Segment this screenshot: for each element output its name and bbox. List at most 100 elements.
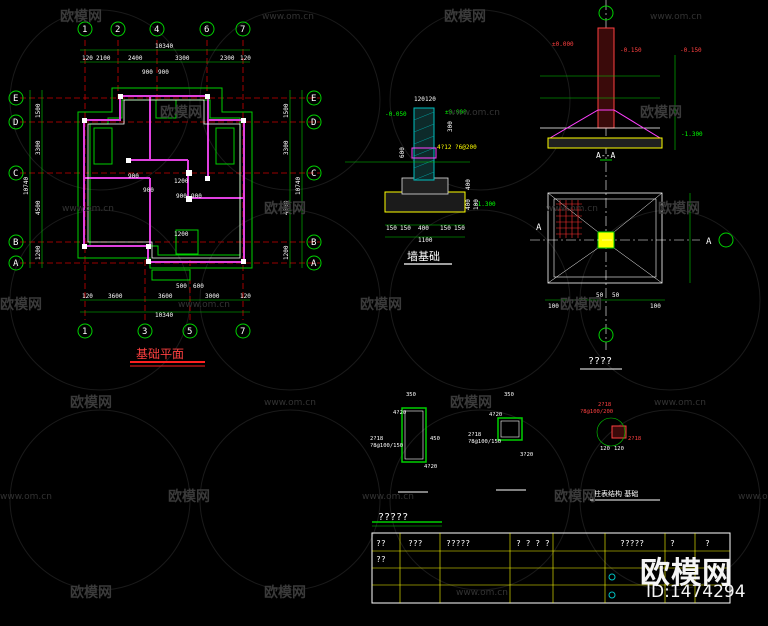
watermark-brand: 欧模网	[560, 297, 602, 313]
watermark-url: www.om.cn	[264, 398, 316, 408]
axis-right-C: C	[311, 169, 316, 179]
axis-bottom-5: 5	[187, 327, 192, 337]
axis-top-1: 1	[82, 25, 87, 35]
wall-dim-bottom-3: 400	[418, 225, 429, 232]
col-section-label: A--A	[596, 151, 615, 160]
plan-dim-text: 10340 120 2100 2400 3300 2300 120 900 90…	[82, 43, 251, 319]
watermark-url: www.om.cn	[654, 398, 706, 408]
s1-label-2: 2?18	[370, 436, 383, 442]
watermark-brand: 欧模网	[640, 105, 682, 121]
table-header-1: ??	[376, 539, 386, 548]
col-plan-dim-4: 100	[650, 303, 661, 310]
axis-top-2: 2	[115, 25, 120, 35]
table-header-3: ?????	[446, 539, 470, 548]
s3-label-2: ?8@100/200	[580, 409, 613, 415]
wall-vert-dim-2: 600	[399, 147, 406, 158]
plan-text: 1 2 4 6 7 1 3 5 7 E D C B A E D C B A	[13, 25, 317, 337]
table-header-4: ? ? ? ?	[516, 539, 550, 548]
plan-top-dim-5: 2300	[220, 55, 235, 62]
table-title: ?????	[378, 512, 408, 523]
footing-outline	[77, 87, 253, 281]
col-level-top: ±0.000	[552, 41, 574, 48]
plan-right-total: 10740	[295, 177, 302, 195]
wall-section-text: 120 120 ±0.000 -0.050 -1.300 4?12 ?6@200…	[385, 96, 496, 244]
col-plan-dim-3: 50	[612, 292, 620, 299]
wall-top-dim-1: 120	[414, 96, 425, 103]
plan-left-dim-1: 1500	[35, 103, 42, 118]
watermark-url: www.om.cn	[0, 492, 52, 502]
col-section-2	[497, 417, 523, 441]
plan-top-dim-4: 3300	[175, 55, 190, 62]
plan-mid-dim-8: 600	[193, 283, 204, 290]
col-level-b: -0.150	[680, 47, 702, 54]
plan-mid-dim-6: 1200	[174, 231, 189, 238]
watermark-brand: 欧模网	[264, 585, 306, 601]
axis-top-4: 4	[154, 25, 159, 35]
plan-dim-lines	[29, 49, 303, 313]
wall-dim-bottom-1: 150	[386, 225, 397, 232]
s1-label-1: 4?20	[393, 410, 406, 416]
plan-left-total: 10740	[23, 177, 30, 195]
axis-bottom-1: 1	[82, 327, 87, 337]
axis-right-A: A	[311, 259, 317, 269]
watermark-url: www.om.cn	[546, 204, 598, 214]
plan-right-dim-1: 1500	[283, 103, 290, 118]
footing-base	[547, 137, 663, 149]
watermark-url: www.om.cn	[448, 108, 500, 118]
col-section-2-stirrup	[500, 420, 520, 438]
s2-label-1: 4?20	[489, 412, 502, 418]
plan-title: 基础平面	[136, 347, 184, 361]
side-axis-bubble	[718, 232, 734, 248]
plan-mid-dim-5: 1200	[174, 178, 189, 185]
watermark-brand: 欧模网	[0, 297, 42, 313]
watermark-brand: 欧模网	[70, 395, 112, 411]
watermark-url: www.om.cn	[362, 492, 414, 502]
axis-right-B: B	[311, 238, 316, 248]
wall-total-width: 1100	[418, 237, 433, 244]
plan-bottom-dim-4: 3000	[205, 293, 220, 300]
plan-left-dim-2: 3300	[35, 140, 42, 155]
column-sections	[398, 407, 660, 501]
plan-right-dim-2: 3300	[283, 140, 290, 155]
wall-vert-dim-1: 300	[447, 121, 454, 132]
table-header-5: ?????	[620, 539, 644, 548]
brand-logo-id: ID:1474294	[646, 582, 746, 602]
s1-width: 350	[406, 392, 416, 398]
footing-diag-2	[613, 192, 663, 233]
watermark-url: www.om.cn	[262, 12, 314, 22]
axis-left-C: C	[13, 169, 18, 179]
plan-left-dim-3: 4500	[35, 200, 42, 215]
watermark-brand: 欧模网	[444, 9, 486, 25]
watermark-brand: 欧模网	[360, 297, 402, 313]
axis-top-6: 6	[204, 25, 209, 35]
plan-bottom-dim-2: 3600	[108, 293, 123, 300]
watermark-brand: 欧模网	[264, 201, 306, 217]
wall-vert-dim-4: 400	[465, 199, 472, 210]
axis-left-B: B	[13, 238, 18, 248]
col-section-1-stirrup	[404, 410, 424, 460]
watermark-brand: 欧模网	[168, 489, 210, 505]
watermark-url: www.om.cn	[650, 12, 702, 22]
foundation-plan	[20, 40, 320, 367]
watermark-brand: 欧模网	[160, 105, 202, 121]
plan-top-dim-2: 2100	[96, 55, 111, 62]
wall-top-dim-2: 120	[425, 96, 436, 103]
wall-level-top: ±0.000	[445, 109, 467, 116]
column-section	[597, 27, 615, 129]
watermark-brand: 欧模网	[554, 489, 596, 505]
wall-section-title: 墙基础	[407, 249, 440, 263]
plan-mid-dim-3: 900	[176, 193, 187, 200]
column-detail-text: ±0.000 -0.150 -0.150 -1.300 A--A A A 100…	[536, 41, 712, 310]
watermark-url: www.om.cn	[456, 588, 508, 598]
plan-bottom-dim-1: 120	[82, 293, 93, 300]
wall-level-mid: -0.050	[385, 111, 407, 118]
plan-right-dim-3: 4500	[283, 200, 290, 215]
table-symbol-2	[608, 591, 616, 599]
top-axis-bubble	[598, 5, 614, 21]
plan-left-dim-4: 1200	[35, 245, 42, 260]
watermark-brand: 欧模网	[60, 9, 102, 25]
s1-label-5: 4?20	[424, 464, 437, 470]
plan-mid-dim-4: 900	[191, 193, 202, 200]
table-row2-first: ??	[376, 555, 386, 564]
